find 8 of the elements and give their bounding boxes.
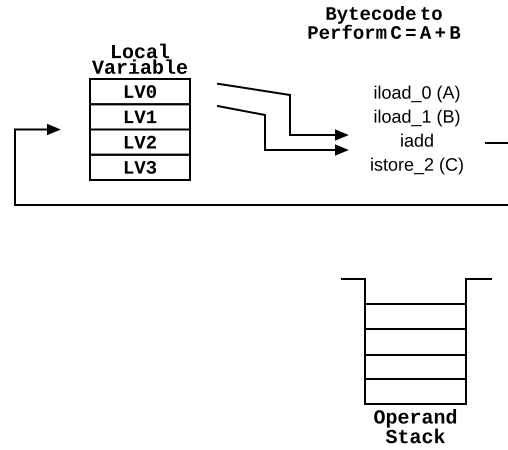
table-cell: LV1 <box>89 103 191 130</box>
operand-stack: Operand Stack <box>341 278 492 444</box>
node-label: Local Variable <box>92 44 188 74</box>
arrow <box>14 124 508 206</box>
table-cell: LV3 <box>89 154 191 181</box>
table-cell: LV2 <box>89 128 191 156</box>
bytecode-list: Bytecode to Perform C = A + B iload_0 (A) iload_1 (B) iadd istore_2 (C) <box>308 6 463 174</box>
table-cell: LV0 <box>89 78 191 106</box>
